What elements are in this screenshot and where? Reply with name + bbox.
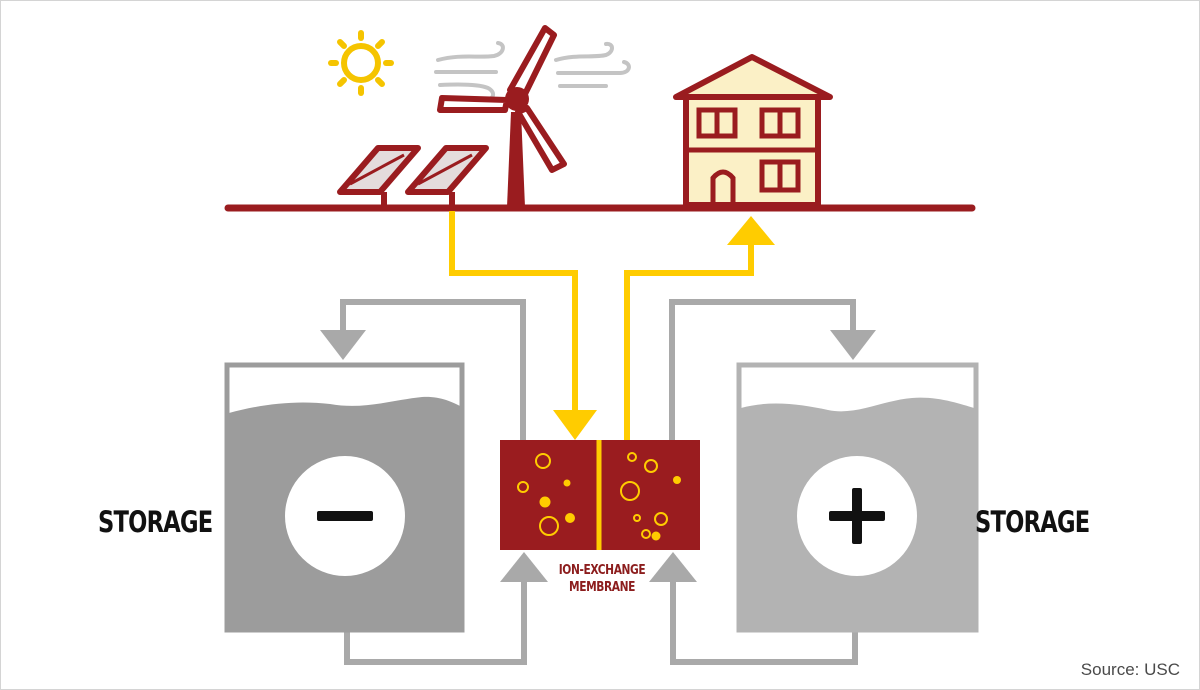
solar-panel-icon [337, 145, 489, 207]
house-icon [673, 54, 833, 208]
ion-bubbles [517, 452, 668, 539]
up-arrow-icon [500, 552, 548, 582]
up-arrow-icon [727, 216, 775, 245]
wind-turbine-icon [437, 25, 567, 207]
down-arrow-icon [830, 330, 876, 360]
negative-storage-tank [224, 362, 465, 633]
down-arrow-icon [553, 410, 597, 440]
electrolyte-pipes [340, 299, 858, 665]
ion-exchange-cell [500, 440, 700, 550]
plus-icon [829, 488, 885, 544]
source-credit: Source: USC [1080, 660, 1180, 679]
minus-icon [317, 511, 373, 521]
storage-label-positive: STORAGE [975, 505, 1090, 539]
positive-storage-tank [736, 362, 979, 633]
power-flow-lines [449, 211, 775, 440]
storage-label-negative: STORAGE [98, 505, 213, 539]
membrane-label: ION-EXCHANGE MEMBRANE [551, 562, 653, 596]
membrane-label-line2: MEMBRANE [568, 580, 636, 595]
down-arrow-icon [320, 330, 366, 360]
sun-icon [328, 30, 394, 96]
up-arrow-icon [649, 552, 697, 582]
membrane-label-line1: ION-EXCHANGE [558, 563, 646, 578]
